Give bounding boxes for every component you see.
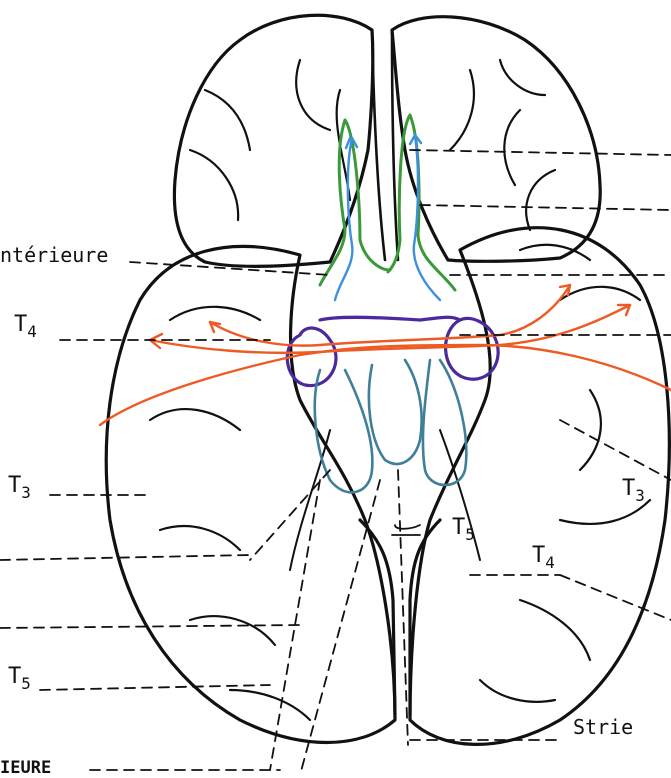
right-frontal-lobe (392, 17, 600, 262)
label-t5-left: T5 (8, 666, 31, 688)
label-ieure-text: IEURE (0, 758, 51, 778)
teal-loop-right (423, 360, 466, 485)
fiber-left-3 (210, 285, 570, 346)
label-t4-left-sub: 4 (27, 322, 37, 341)
label-t5-left-letter: T (8, 664, 21, 689)
label-t3-left: T3 (8, 475, 31, 497)
label-t5-center: T5 (452, 517, 475, 539)
label-t4-right-sub: 4 (545, 553, 555, 572)
label-t5-center-sub: 5 (465, 525, 475, 544)
label-t4-left: T4 (14, 314, 37, 336)
label-t4-right-letter: T (532, 543, 545, 568)
label-ieure: IEURE (0, 760, 51, 777)
olfactory-tract-right (388, 115, 455, 290)
brainstem (360, 520, 440, 715)
label-t4-left-letter: T (14, 312, 27, 337)
left-temporal-lobe (106, 246, 395, 742)
label-strie-text: Strie (573, 715, 633, 739)
label-t5-left-sub: 5 (21, 674, 31, 693)
label-anterieure: ntérieure (0, 245, 108, 265)
label-anterieure-text: ntérieure (0, 243, 108, 267)
label-t3-left-sub: 3 (21, 483, 31, 502)
label-t5-center-letter: T (452, 515, 465, 540)
label-t3-right: T3 (622, 478, 645, 500)
label-t3-right-sub: 3 (635, 486, 645, 505)
fiber-left-1 (100, 345, 671, 425)
label-t3-left-letter: T (8, 473, 21, 498)
label-t4-right: T4 (532, 545, 555, 567)
left-frontal-lobe (174, 15, 372, 266)
label-t3-right-letter: T (622, 476, 635, 501)
label-strie: Strie (573, 717, 633, 737)
